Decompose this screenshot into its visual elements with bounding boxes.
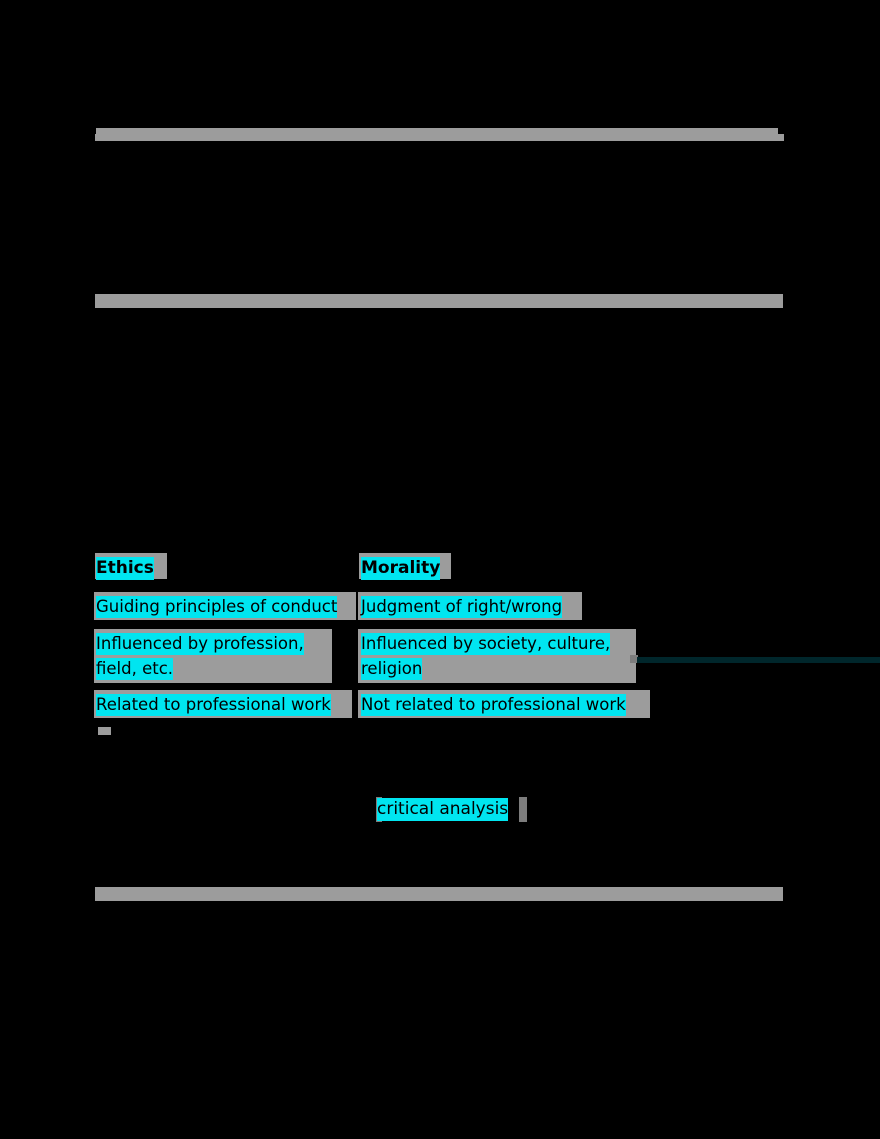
table-row: Influenced by profession, field, etc. In… [94, 629, 696, 692]
ghost-block [519, 797, 527, 822]
cell-ethics-3: Related to professional work [94, 690, 361, 726]
cell-text: Influenced by profession, field, etc. [96, 633, 304, 680]
highlighted-phrase-text: critical analysis [377, 798, 509, 821]
divider-top-lower [95, 134, 784, 141]
table-header-row: Ethics Morality [95, 553, 696, 594]
divider-top-upper [96, 128, 778, 135]
cell-text: Related to professional work [96, 694, 331, 716]
divider-middle [95, 294, 783, 308]
accent-underline [637, 657, 880, 663]
cell-ethics-1: Guiding principles of conduct [94, 592, 361, 631]
residual-mark [98, 727, 111, 735]
accent-line-cap [630, 655, 638, 663]
cell-ethics-2: Influenced by profession, field, etc. [94, 629, 361, 692]
cell-morality-2: Influenced by society, culture, religion [358, 629, 661, 692]
cell-morality-1: Judgment of right/wrong [358, 592, 661, 631]
cell-morality-3: Not related to professional work [358, 690, 661, 726]
divider-bottom [95, 887, 783, 901]
column-header-ethics: Ethics [96, 557, 154, 580]
comparison-table: Ethics Morality Guiding principles of co… [94, 553, 696, 726]
cell-text: Guiding principles of conduct [96, 596, 338, 618]
table-header-cell-morality: Morality [359, 553, 661, 594]
table-row: Related to professional work Not related… [94, 690, 696, 726]
cell-text: Judgment of right/wrong [361, 596, 563, 618]
table-row: Guiding principles of conduct Judgment o… [94, 592, 696, 631]
cell-text: Not related to professional work [361, 694, 626, 716]
column-header-morality: Morality [361, 557, 441, 580]
highlighted-phrase: critical analysis [377, 796, 509, 822]
cell-text: Influenced by society, culture, religion [361, 633, 611, 680]
table-header-cell-ethics: Ethics [95, 553, 361, 594]
